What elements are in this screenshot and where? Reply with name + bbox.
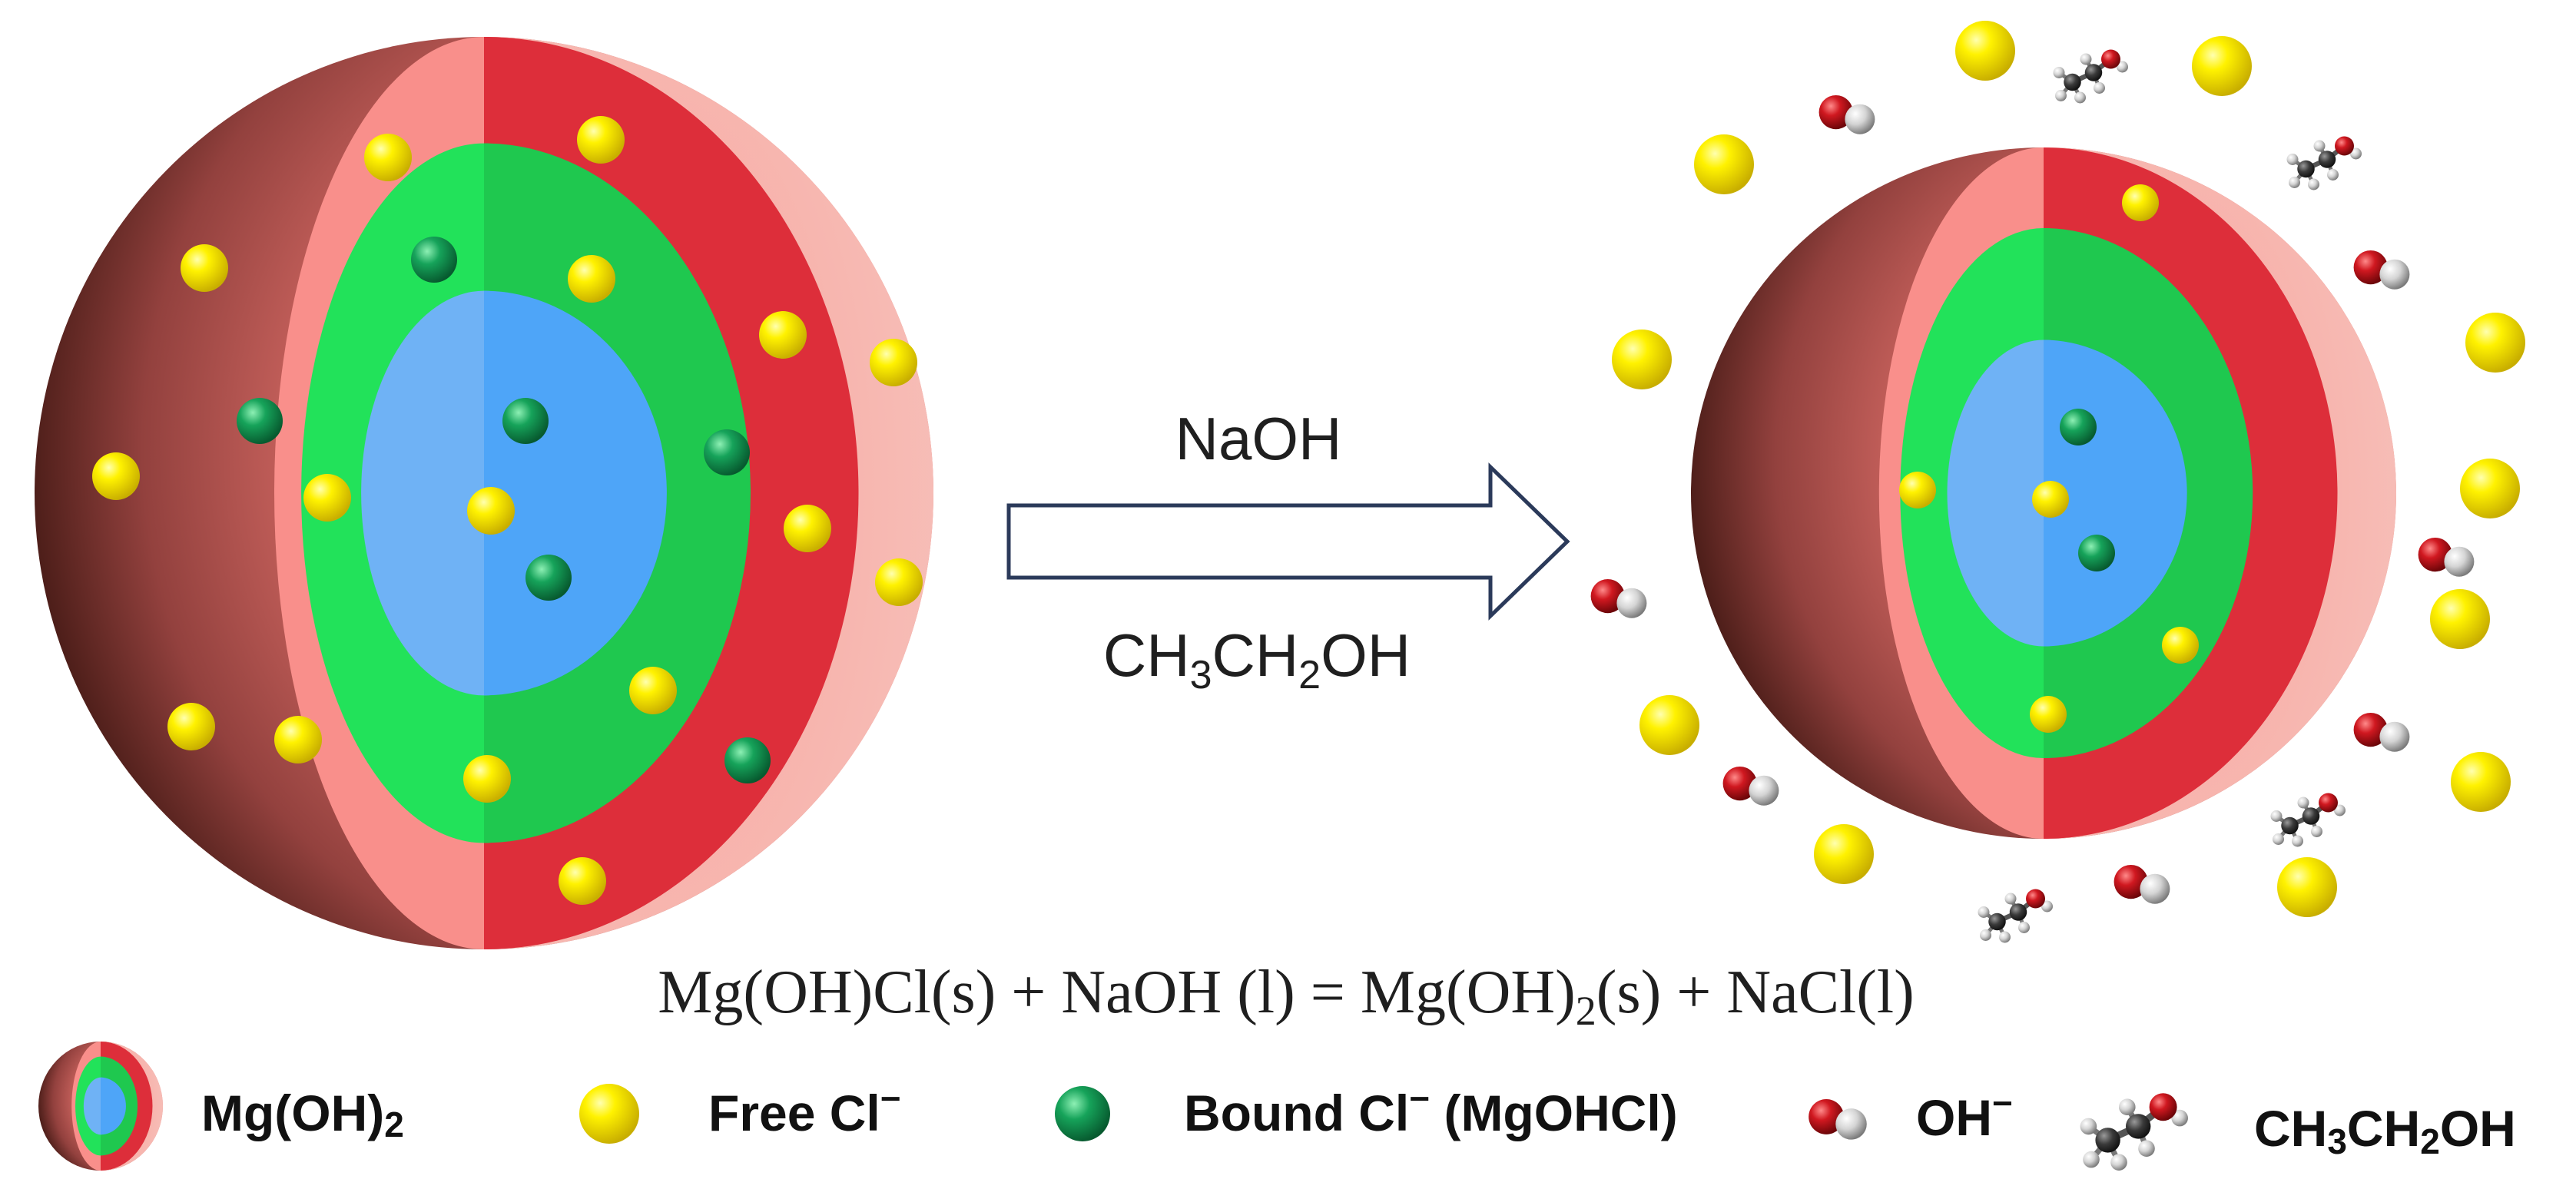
legend-item-mgoh2: Mg(OH)2 (38, 1042, 404, 1171)
legend-label-mgoh2: Mg(OH)2 (201, 1085, 404, 1144)
legend-label-bound-cl: Bound Cl− (MgOHCl) (1184, 1078, 1678, 1141)
legend-label-ethanol: CH3CH2OH (2254, 1100, 2516, 1161)
reagent-ethanol: CH3CH2OH (1103, 621, 1411, 697)
legend-item-oh: OH− (1809, 1083, 2013, 1146)
legend-label-oh: OH− (1916, 1083, 2013, 1146)
reaction-equation: Mg(OH)Cl(s) + NaOH (l) = Mg(OH)2(s) + Na… (658, 959, 1914, 1034)
reaction-arrow (1006, 462, 1570, 621)
legend-item-ethanol: CH3CH2OH (2080, 1093, 2516, 1171)
bound-cl-particles (237, 237, 2115, 783)
ethanol-molecule-icon (2080, 1093, 2188, 1171)
free-cl-particles (92, 21, 2525, 917)
yellow-sphere-icon (579, 1084, 639, 1144)
particle-icon (38, 1042, 163, 1171)
legend-label-free-cl: Free Cl− (708, 1078, 901, 1141)
legend-item-free-cl: Free Cl− (579, 1078, 901, 1144)
legend: Mg(OH)2 Free Cl− Bound Cl− (MgOHCl) OH− … (38, 1042, 2516, 1171)
oh-molecule-icon (1809, 1099, 1867, 1140)
green-sphere-icon (1055, 1086, 1110, 1141)
legend-item-bound-cl: Bound Cl− (MgOHCl) (1055, 1078, 1678, 1141)
reagent-naoh: NaOH (1175, 405, 1342, 472)
